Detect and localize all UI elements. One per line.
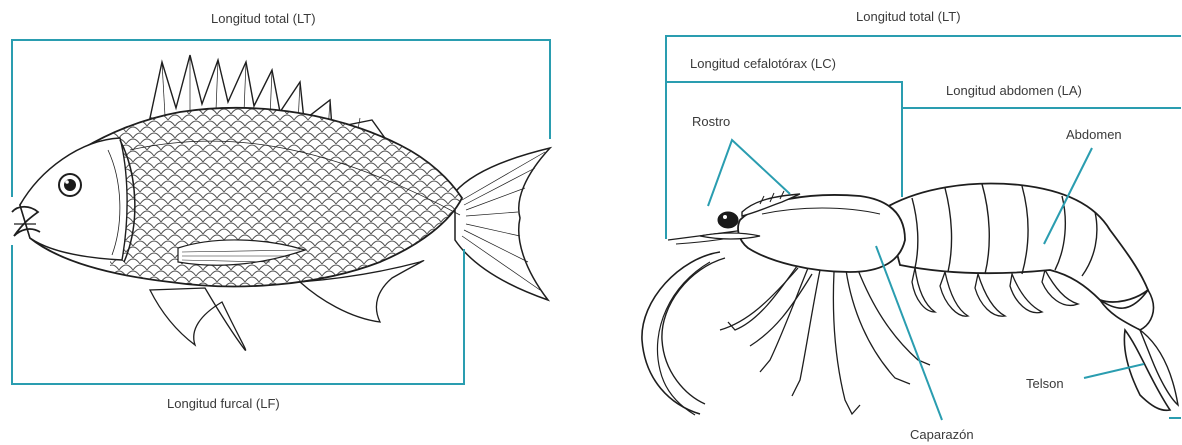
carapace-label: Caparazón <box>910 428 974 441</box>
fish-pelvic-fin <box>150 288 246 350</box>
fish-scales-texture <box>110 105 470 295</box>
shrimp-eye <box>718 212 738 228</box>
shrimp-cephalothorax-length-label: Longitud cefalotórax (LC) <box>690 57 836 70</box>
carapace-pointer <box>876 246 942 420</box>
fish-total-length-label: Longitud total (LT) <box>211 12 316 25</box>
shrimp-swimmerets <box>912 268 1078 316</box>
rostrum-label: Rostro <box>692 115 730 128</box>
shrimp-cephalothorax-bracket <box>666 82 902 196</box>
shrimp-scaphocerite <box>700 233 760 239</box>
shrimp-illustration <box>642 184 1178 415</box>
shrimp-total-length-label: Longitud total (LT) <box>856 10 961 23</box>
fish-caudal-fin <box>455 148 550 300</box>
fish-eye-highlight <box>65 180 69 184</box>
fish-illustration <box>12 55 550 350</box>
shrimp-antenna-curve-inner <box>662 258 725 404</box>
shrimp-walking-legs <box>720 262 930 414</box>
shrimp-antenna-curve-outer <box>642 252 720 414</box>
fish-fork-length-label: Longitud furcal (LF) <box>167 397 280 410</box>
abdomen-label: Abdomen <box>1066 128 1122 141</box>
telson-label: Telson <box>1026 377 1064 390</box>
shrimp-abdomen-length-label: Longitud abdomen (LA) <box>946 84 1082 97</box>
shrimp-eye-highlight <box>723 215 727 219</box>
